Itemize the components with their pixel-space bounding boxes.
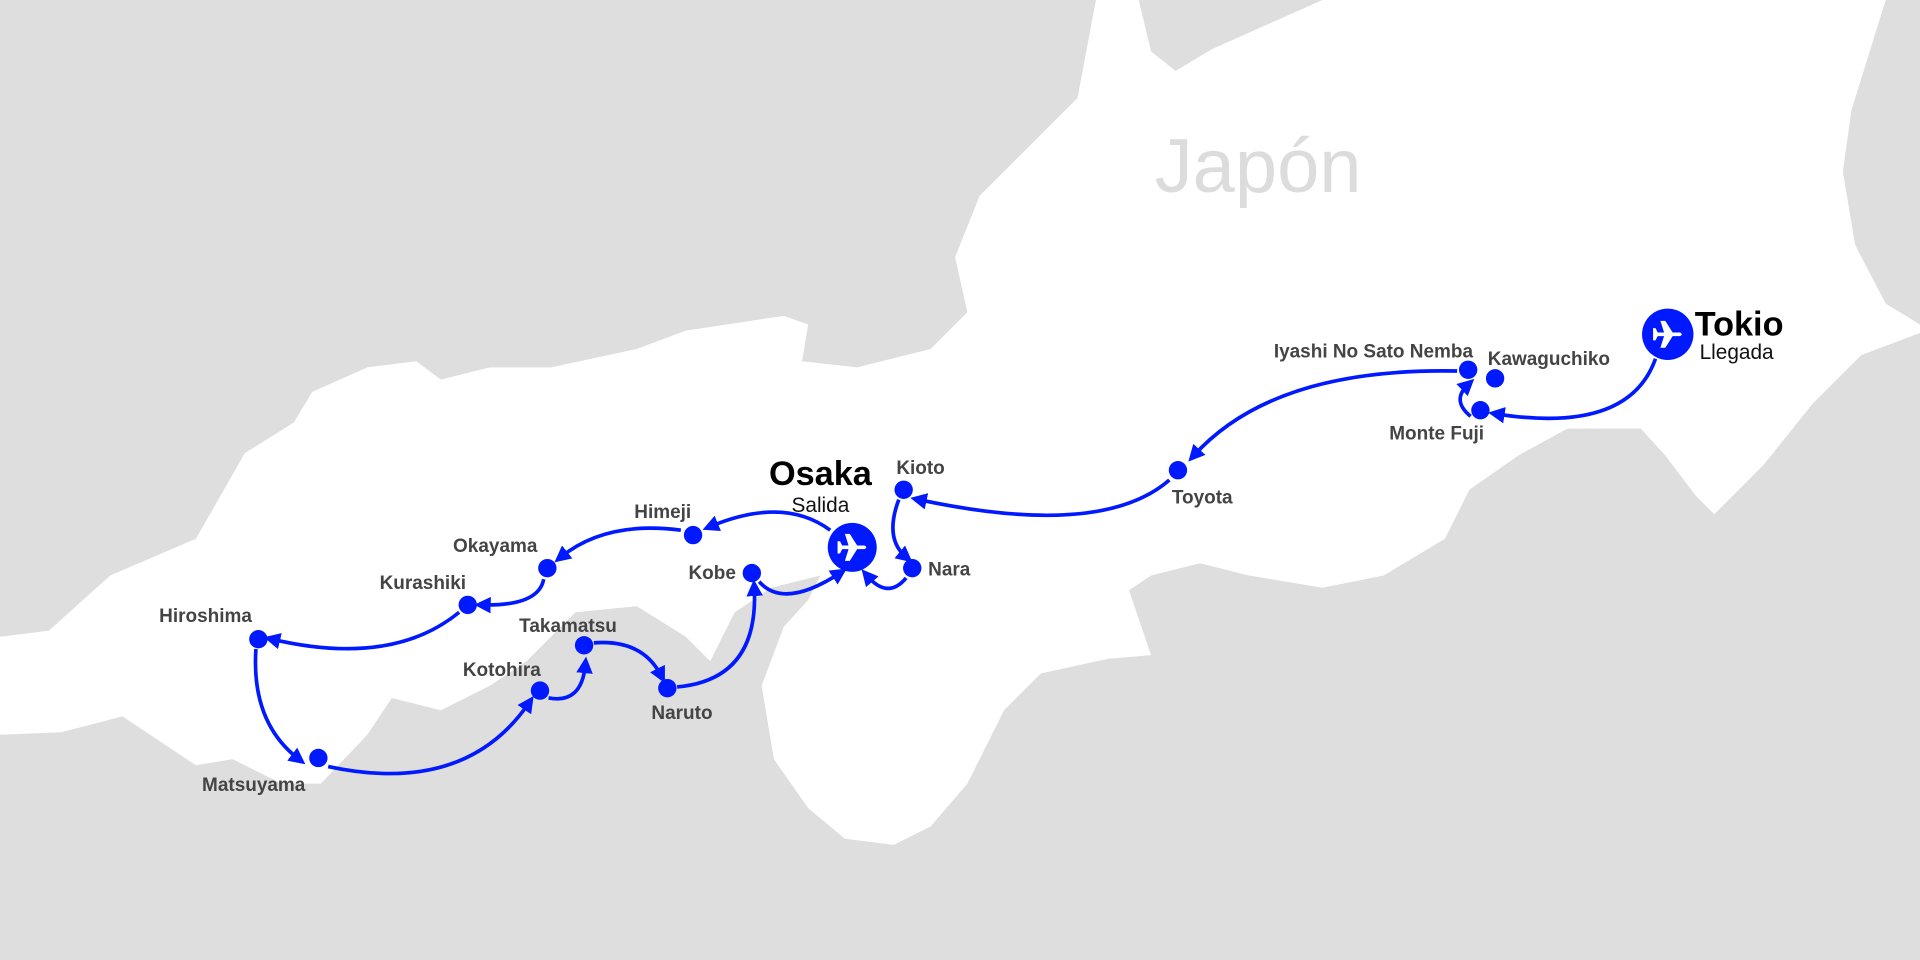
stop-label: Naruto xyxy=(651,703,712,724)
route-kotohira-takamatsu xyxy=(548,656,593,701)
start-osaka[interactable]: Osaka Salida xyxy=(769,455,877,572)
stop-kurashiki[interactable]: Kurashiki xyxy=(380,573,477,615)
route-osaka-himeji xyxy=(702,510,832,532)
stop-label: Kobe xyxy=(688,563,735,584)
island-small xyxy=(404,177,439,215)
stop-naruto[interactable]: Naruto xyxy=(651,678,713,724)
stop-himeji[interactable]: Himeji xyxy=(634,502,703,545)
stop-takamatsu[interactable]: Takamatsu xyxy=(519,616,617,655)
stops: Kioto Nara Kobe Himeji Okayama Kurashiki… xyxy=(159,342,1610,796)
stop-label: Kurashiki xyxy=(380,573,466,594)
land-northwest xyxy=(0,0,1096,637)
route-tokio-fuji xyxy=(1488,358,1658,424)
stop-dot[interactable] xyxy=(742,563,762,583)
route-fuji-iyashi xyxy=(1456,378,1475,418)
routes xyxy=(253,358,1658,776)
stop-dot[interactable] xyxy=(903,558,922,578)
stop-monte-fuji[interactable]: Monte Fuji xyxy=(1389,401,1490,445)
stop-kioto[interactable]: Kioto xyxy=(894,458,945,499)
stop-kobe[interactable]: Kobe xyxy=(688,563,762,584)
route-nara-osaka xyxy=(861,569,908,591)
airplane-icon xyxy=(837,533,867,561)
route-hiroshima-matsuyama xyxy=(253,648,306,765)
stop-dot[interactable] xyxy=(530,681,550,700)
stop-label: Nara xyxy=(928,560,971,581)
route-kobe-osaka xyxy=(757,568,847,596)
stop-dot[interactable] xyxy=(1485,369,1505,388)
stop-dot[interactable] xyxy=(658,678,677,698)
route-himeji-okayama xyxy=(554,526,682,563)
land-kyushu xyxy=(0,783,209,960)
stop-label: Kioto xyxy=(896,458,944,479)
country-label: Japón xyxy=(1155,124,1362,209)
start-city-label: Osaka xyxy=(769,455,873,493)
route-toyota-kioto xyxy=(910,478,1171,518)
end-city-label: Tokio xyxy=(1695,306,1784,344)
stop-dot[interactable] xyxy=(683,525,703,545)
stop-dot[interactable] xyxy=(1458,360,1478,379)
stop-label: Takamatsu xyxy=(519,616,617,637)
stop-label: Matsuyama xyxy=(202,775,306,796)
stop-dot[interactable] xyxy=(894,480,913,499)
land-north xyxy=(1138,0,1323,72)
route-naruto-kobe xyxy=(676,579,763,689)
end-note: Llegada xyxy=(1700,341,1774,364)
stop-label: Kotohira xyxy=(463,660,541,681)
stop-hiroshima[interactable]: Hiroshima xyxy=(159,606,268,649)
route-okayama-kurashiki xyxy=(474,578,546,614)
stop-toyota[interactable]: Toyota xyxy=(1168,461,1233,508)
stop-label: Himeji xyxy=(634,502,691,523)
stop-kotohira[interactable]: Kotohira xyxy=(463,660,550,700)
stop-okayama[interactable]: Okayama xyxy=(453,536,557,578)
stop-nara[interactable]: Nara xyxy=(903,558,971,581)
land-south xyxy=(0,333,1920,960)
stop-label: Iyashi No Sato Nemba xyxy=(1274,342,1474,363)
airplane-icon xyxy=(1653,320,1682,348)
stop-label: Okayama xyxy=(453,536,538,557)
route-kioto-nara xyxy=(891,498,913,563)
route-iyashi-toyota xyxy=(1188,369,1458,462)
end-tokio[interactable]: Tokio Llegada xyxy=(1642,306,1784,364)
stop-dot[interactable] xyxy=(1471,401,1490,420)
stop-label: Hiroshima xyxy=(159,606,252,627)
land-northeast xyxy=(1842,0,1920,325)
stop-dot[interactable] xyxy=(538,558,557,578)
stop-label: Kawaguchiko xyxy=(1488,349,1610,370)
stop-dot[interactable] xyxy=(458,595,477,615)
stop-matsuyama[interactable]: Matsuyama xyxy=(202,748,328,796)
stop-label: Toyota xyxy=(1172,487,1233,508)
stop-dot[interactable] xyxy=(309,748,328,768)
route-takamatsu-naruto xyxy=(593,640,665,684)
stop-kawaguchiko[interactable]: Kawaguchiko xyxy=(1485,349,1610,388)
stop-dot[interactable] xyxy=(574,636,594,655)
route-matsuyama-kotohira xyxy=(327,696,534,776)
start-note: Salida xyxy=(792,494,850,517)
stop-dot[interactable] xyxy=(1168,461,1188,480)
stop-label: Monte Fuji xyxy=(1389,424,1484,445)
stop-iyashi[interactable]: Iyashi No Sato Nemba xyxy=(1274,342,1478,379)
stop-dot[interactable] xyxy=(249,630,268,649)
route-kurashiki-hiroshima xyxy=(263,610,461,651)
